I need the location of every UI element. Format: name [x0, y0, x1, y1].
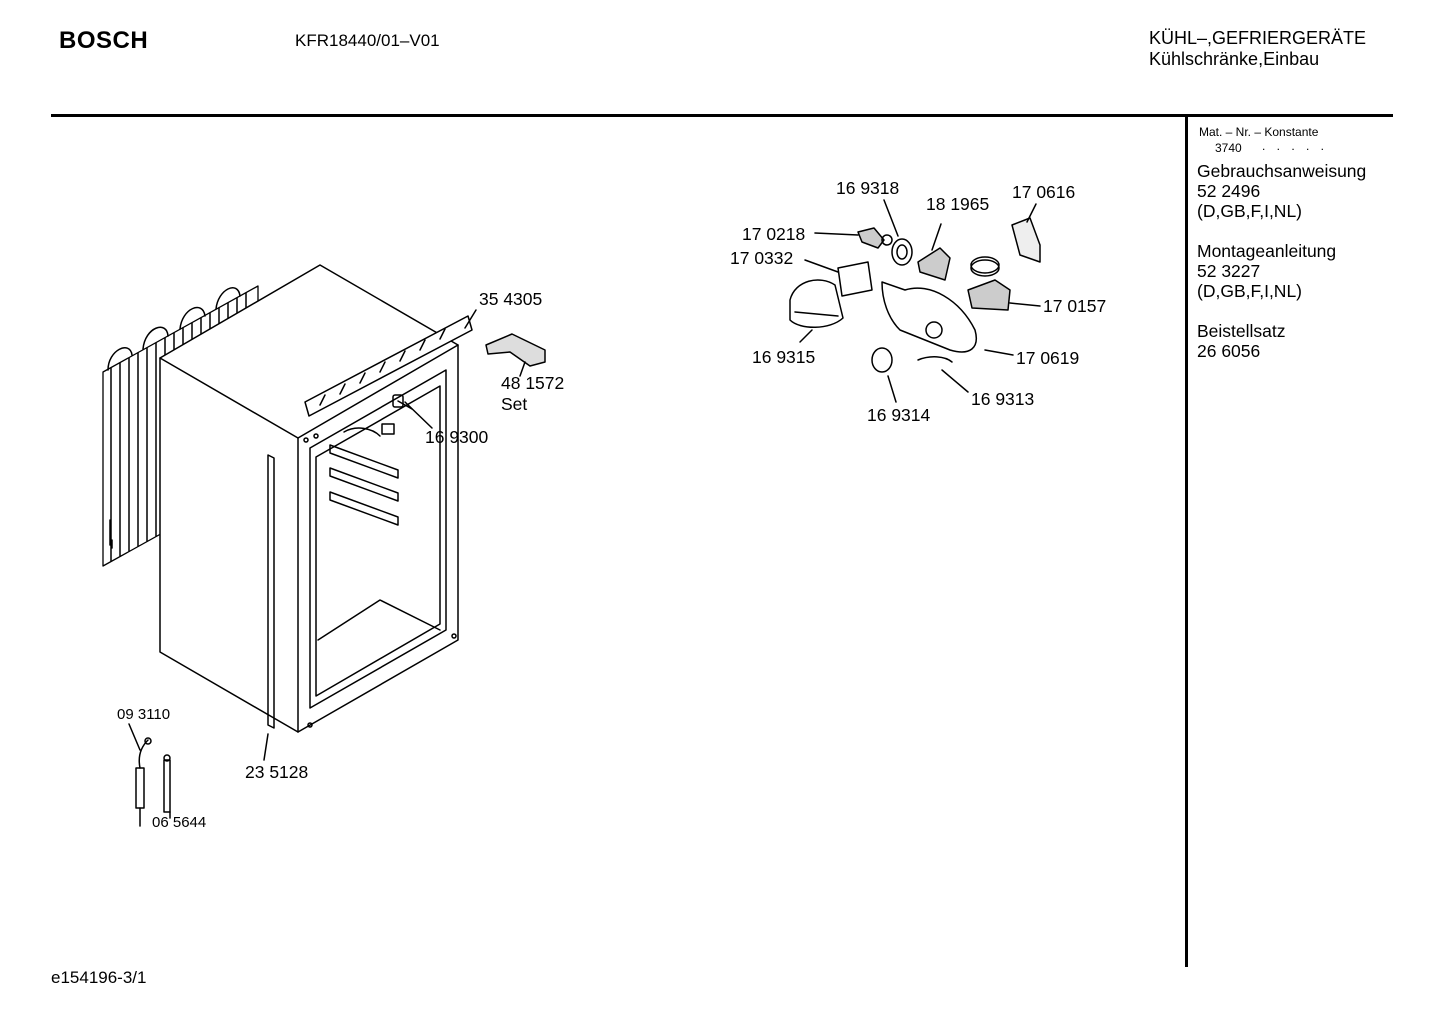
- part-label-481572: 48 1572: [501, 373, 564, 393]
- insulation-pad: [837, 261, 873, 297]
- part-label-065644: 06 5644: [152, 814, 206, 831]
- doc-number: 52 2496: [1197, 181, 1261, 201]
- doc-title: Gebrauchsanweisung: [1197, 161, 1367, 181]
- lamp-cover: [789, 279, 844, 328]
- cabinet-body: [159, 264, 473, 733]
- part-label-169314: 16 9314: [867, 405, 931, 425]
- drawing-code: e154196-3/1: [51, 968, 147, 987]
- connector-clip: [1011, 217, 1041, 263]
- part-label-170157: 17 0157: [1043, 296, 1106, 316]
- lamp-socket: [917, 247, 951, 281]
- doc-title: Beistellsatz: [1197, 321, 1286, 341]
- doc-title: Montageanleitung: [1197, 241, 1337, 261]
- part-label-170616: 17 0616: [1012, 182, 1075, 202]
- part-label-169318: 16 9318: [836, 178, 899, 198]
- sensor-tube: [163, 754, 171, 813]
- lamp-bulb: [857, 227, 893, 249]
- mat-dots: . . . . .: [1262, 139, 1329, 153]
- seal-strip: [917, 356, 953, 363]
- model-number: KFR18440/01–V01: [295, 31, 440, 50]
- thermostat: [967, 279, 1011, 311]
- category-subtitle: Kühlschränke,Einbau: [1149, 49, 1320, 69]
- part-label-169300: 16 9300: [425, 427, 489, 447]
- part-label-170218: 17 0218: [742, 224, 805, 244]
- lamp-housing: [881, 281, 977, 353]
- doc-number: 26 6056: [1197, 341, 1261, 361]
- part-label-170332: 17 0332: [730, 248, 793, 268]
- part-label-093110: 09 3110: [117, 706, 170, 723]
- part-label-481572-set: Set: [501, 394, 527, 414]
- doc-langs: (D,GB,F,I,NL): [1197, 201, 1303, 221]
- cable-coil: [970, 256, 1000, 277]
- category-title: KÜHL–,GEFRIERGERÄTE: [1149, 28, 1367, 48]
- doc-number: 52 3227: [1197, 261, 1261, 281]
- part-label-181965: 18 1965: [926, 194, 989, 214]
- hinge-bracket: [485, 333, 546, 367]
- doc-langs: (D,GB,F,I,NL): [1197, 281, 1303, 301]
- knob-cap: [871, 347, 893, 373]
- part-label-169315: 16 9315: [752, 347, 815, 367]
- part-label-170619: 17 0619: [1016, 348, 1079, 368]
- part-label-354305: 35 4305: [479, 289, 542, 309]
- part-label-235128: 23 5128: [245, 762, 308, 782]
- mat-heading: Mat. – Nr. – Konstante: [1199, 125, 1319, 139]
- lamp-ring: [891, 238, 913, 266]
- temperature-sensor: [135, 737, 152, 827]
- sidebar-divider: [1185, 117, 1188, 967]
- mat-code: 3740: [1215, 141, 1242, 155]
- header-divider: [51, 114, 1393, 117]
- brand-logo: BOSCH: [59, 27, 149, 54]
- part-label-169313: 16 9313: [971, 389, 1034, 409]
